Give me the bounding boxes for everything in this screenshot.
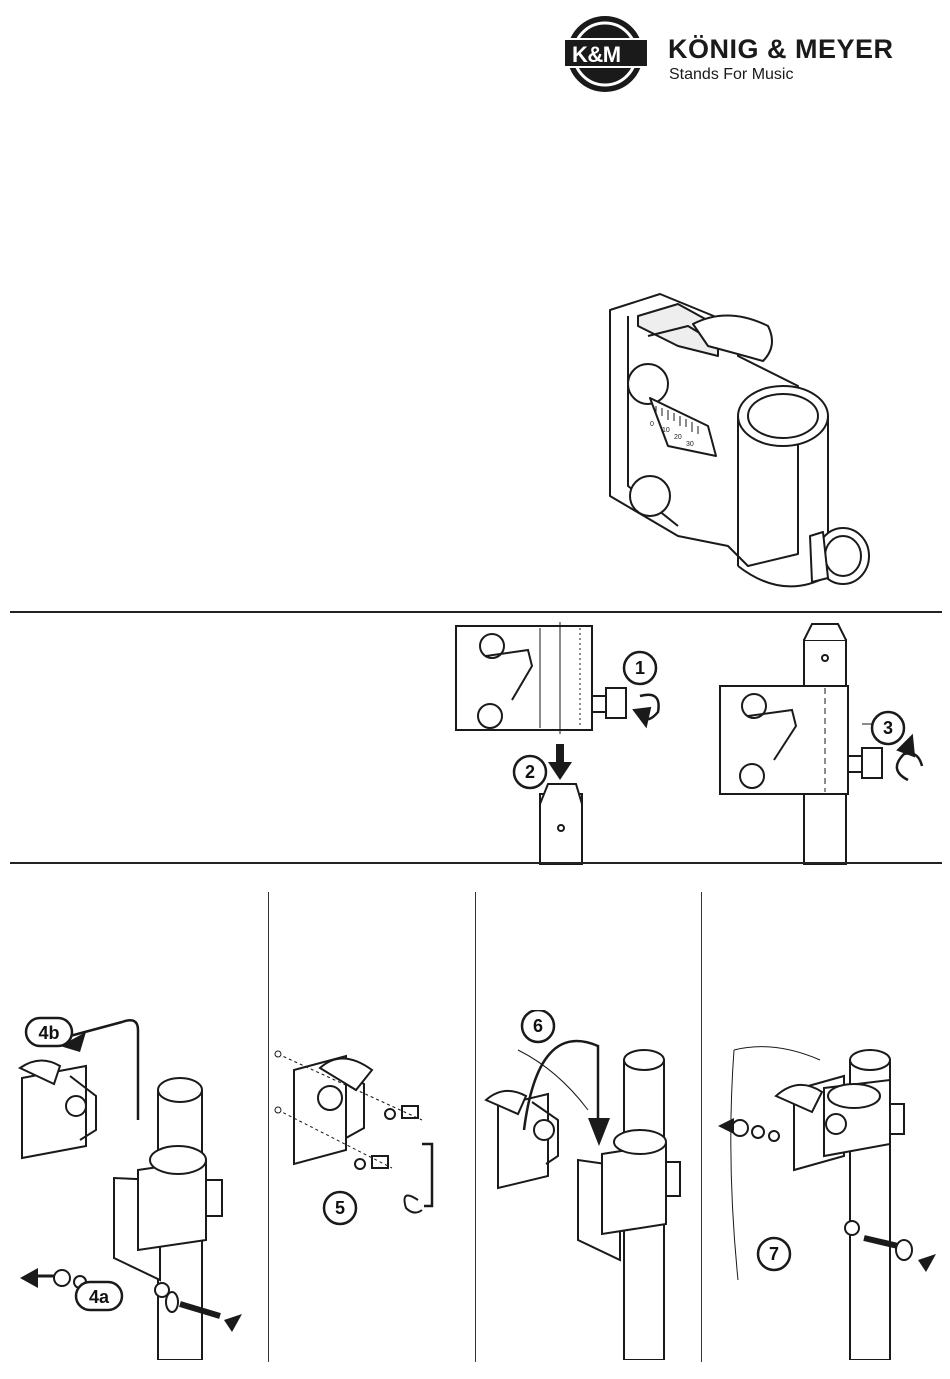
step-4-illustration: 4b 4a xyxy=(10,1010,266,1360)
step-number-4a: 4a xyxy=(89,1287,110,1307)
step-1-2-illustration: 1 2 xyxy=(450,620,690,865)
section-divider xyxy=(10,611,942,613)
column-separator xyxy=(475,892,476,1362)
step-number-1: 1 xyxy=(635,658,645,678)
logo-mark-text: K&M xyxy=(572,42,621,68)
step-number-3: 3 xyxy=(883,718,893,738)
step-number-4b: 4b xyxy=(38,1023,59,1043)
brand-tagline: Stands For Music xyxy=(669,66,793,84)
step-number-5: 5 xyxy=(335,1198,345,1218)
step-3-illustration: 3 xyxy=(712,620,944,865)
scale-label: 0 xyxy=(650,421,654,428)
column-separator xyxy=(701,892,702,1362)
step-6-illustration: 6 xyxy=(478,1010,698,1360)
column-separator xyxy=(268,892,269,1362)
step-5-illustration: 5 xyxy=(272,1040,472,1240)
scale-label: 30 xyxy=(686,441,694,448)
brand-name: KÖNIG & MEYER xyxy=(668,34,894,65)
step-number-2: 2 xyxy=(525,762,535,782)
section-divider xyxy=(10,862,942,864)
step-number-7: 7 xyxy=(769,1244,779,1264)
scale-label: 10 xyxy=(662,427,670,434)
product-illustration: 0 10 20 30 xyxy=(598,286,888,598)
step-7-illustration: 7 xyxy=(704,1040,944,1360)
step-number-6: 6 xyxy=(533,1016,543,1036)
scale-label: 20 xyxy=(674,434,682,441)
